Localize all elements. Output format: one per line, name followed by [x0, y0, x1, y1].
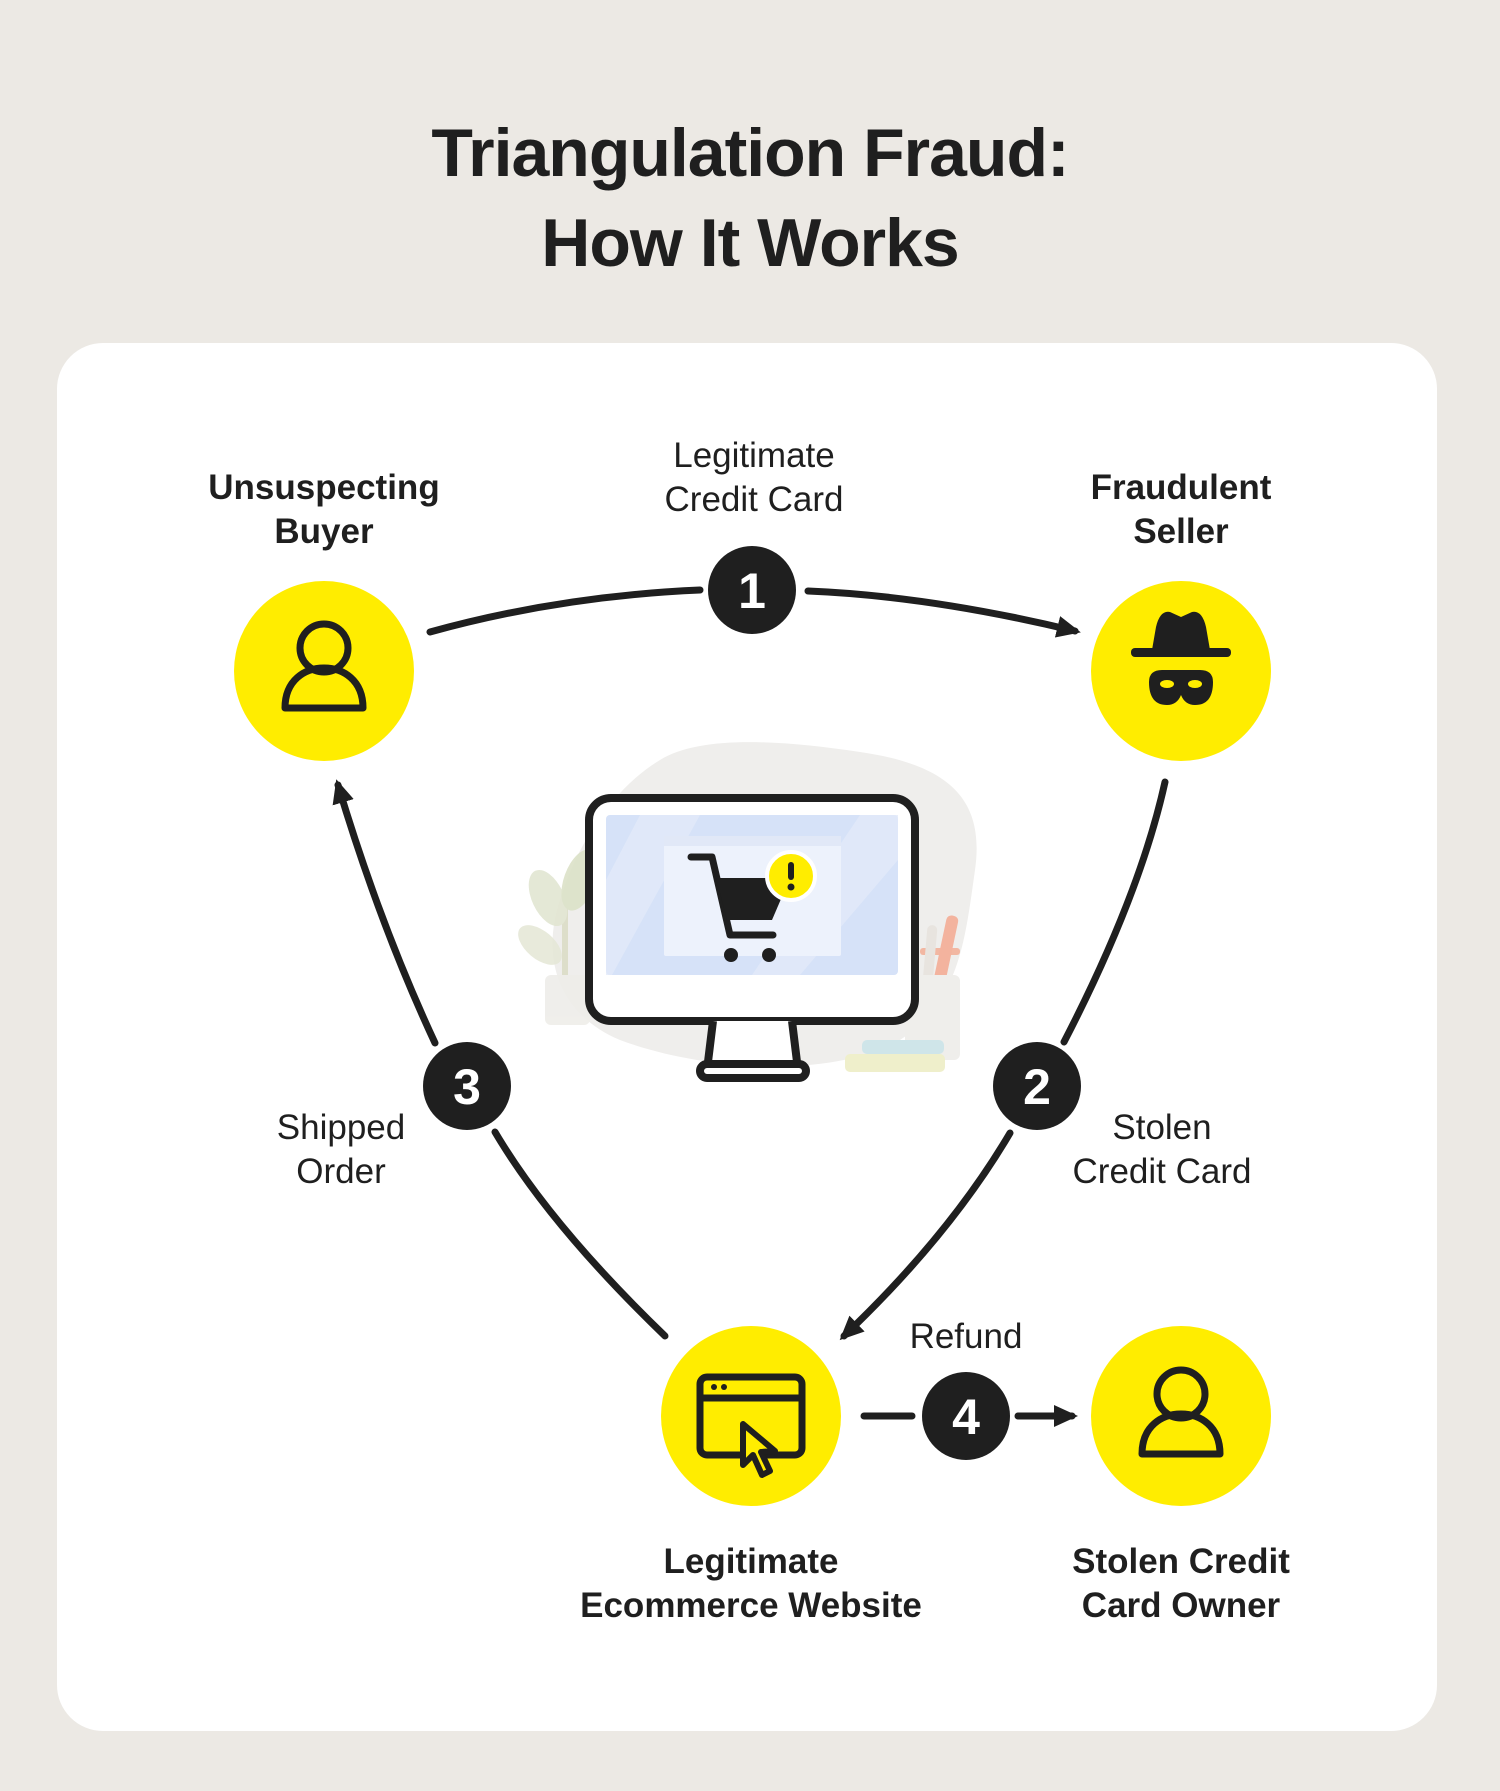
node-buyer	[234, 581, 414, 761]
step-label-2: Stolen Credit Card	[1012, 1106, 1312, 1194]
seller-label-line-2: Seller	[1133, 512, 1229, 551]
node-label-seller: Fraudulent Seller	[1031, 466, 1331, 554]
thief-icon	[1131, 611, 1231, 705]
website-label-line-2: Ecommerce Website	[580, 1586, 922, 1625]
step-number-3: 3	[453, 1059, 481, 1115]
seller-label-line-1: Fraudulent	[1090, 468, 1272, 507]
step-label-4: Refund	[866, 1315, 1066, 1359]
step-label-1: Legitimate Credit Card	[604, 434, 904, 522]
arrow-1	[426, 586, 704, 636]
step-label-3: Shipped Order	[241, 1106, 441, 1194]
books-icon	[845, 1040, 945, 1072]
step-badge-4: 4	[922, 1372, 1010, 1460]
arrow-2	[1060, 778, 1169, 1046]
step-badge-1: 1	[708, 546, 796, 634]
title-line-2: How It Works	[541, 205, 959, 281]
step-2-line-1: Stolen	[1112, 1108, 1212, 1147]
browser-cursor-icon	[696, 1373, 806, 1478]
pencil-cup-icon	[905, 915, 960, 1060]
page-title: Triangulation Fraud: How It Works	[0, 108, 1500, 288]
step-badge-3: 3	[423, 1042, 511, 1130]
person-icon	[281, 620, 367, 712]
arrow-2b	[839, 1129, 1014, 1341]
buyer-label-line-2: Buyer	[274, 512, 374, 551]
node-label-owner: Stolen Credit Card Owner	[1031, 1540, 1331, 1628]
person-icon	[1138, 1366, 1224, 1458]
step-2-line-2: Credit Card	[1072, 1152, 1252, 1191]
step-3-line-2: Order	[296, 1152, 386, 1191]
step-4-line-1: Refund	[909, 1317, 1023, 1356]
step-3-line-1: Shipped	[276, 1108, 406, 1147]
step-1-line-1: Legitimate	[673, 436, 835, 475]
arrow-3	[491, 1128, 669, 1340]
step-badge-2: 2	[993, 1042, 1081, 1130]
arrow-1b	[804, 587, 1081, 638]
title-line-1: Triangulation Fraud:	[431, 115, 1069, 191]
owner-label-line-2: Card Owner	[1081, 1586, 1281, 1625]
owner-label-line-1: Stolen Credit	[1072, 1542, 1290, 1581]
node-label-website: Legitimate Ecommerce Website	[551, 1540, 951, 1628]
step-1-line-2: Credit Card	[664, 480, 844, 519]
alert-icon	[765, 850, 817, 902]
node-label-buyer: Unsuspecting Buyer	[174, 466, 474, 554]
node-website	[661, 1326, 841, 1506]
node-seller	[1091, 581, 1271, 761]
step-number-4: 4	[952, 1389, 980, 1445]
node-owner	[1091, 1326, 1271, 1506]
step-number-2: 2	[1023, 1059, 1051, 1115]
website-label-line-1: Legitimate	[663, 1542, 839, 1581]
buyer-label-line-1: Unsuspecting	[208, 468, 440, 507]
step-number-1: 1	[738, 563, 766, 619]
arrow-3b	[332, 779, 439, 1047]
